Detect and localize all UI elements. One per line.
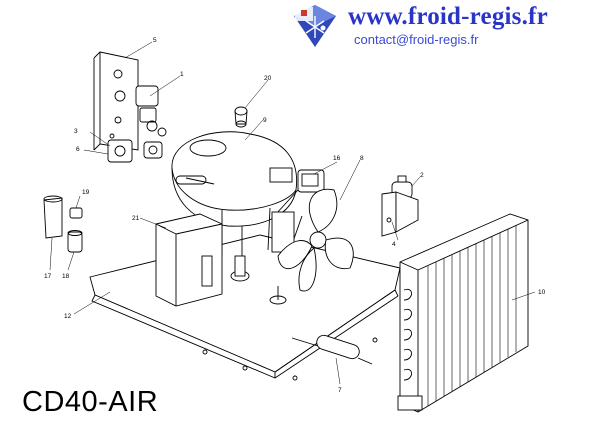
- callout-6: 6: [76, 146, 80, 153]
- contact-email[interactable]: contact@froid-regis.fr: [354, 32, 479, 47]
- callout-5: 5: [153, 37, 157, 44]
- callout-17: 17: [44, 273, 52, 280]
- fan-blade: [277, 188, 354, 292]
- mounting-feet: [230, 226, 287, 305]
- site-url[interactable]: www.froid-regis.fr: [348, 3, 548, 30]
- callout-3: 3: [74, 128, 78, 135]
- callout-9: 9: [263, 117, 267, 124]
- callout-labels: 5 1 20 3 6 9 16 8 2 4 10 12 21 17 18 19 …: [44, 37, 546, 394]
- filter-drier: [291, 334, 373, 365]
- callout-18: 18: [62, 273, 70, 280]
- capacitor-clip: [69, 207, 83, 219]
- compressor: [171, 131, 298, 255]
- mounting-bracket: [93, 51, 139, 151]
- callout-8: 8: [360, 155, 364, 162]
- callout-10: 10: [538, 289, 546, 296]
- capacitor-sleeve: [67, 230, 83, 253]
- thermostat: [381, 175, 419, 237]
- model-label: CD40-AIR: [22, 386, 159, 418]
- callout-2: 2: [420, 172, 424, 179]
- capacitor: [43, 195, 63, 239]
- terminal-box: [155, 213, 223, 307]
- overload-protector: [107, 139, 163, 163]
- callout-21: 21: [132, 215, 140, 222]
- callout-1: 1: [180, 71, 184, 78]
- starter-relay: [135, 85, 167, 137]
- callout-19: 19: [82, 189, 90, 196]
- callout-12: 12: [64, 313, 72, 320]
- snowflake-shield-icon: [293, 4, 337, 48]
- callout-4: 4: [392, 241, 396, 248]
- grommet: [234, 106, 248, 128]
- condenser-coil: [397, 213, 529, 413]
- callout-20: 20: [264, 75, 272, 82]
- callout-16: 16: [333, 155, 341, 162]
- callout-7: 7: [338, 387, 342, 394]
